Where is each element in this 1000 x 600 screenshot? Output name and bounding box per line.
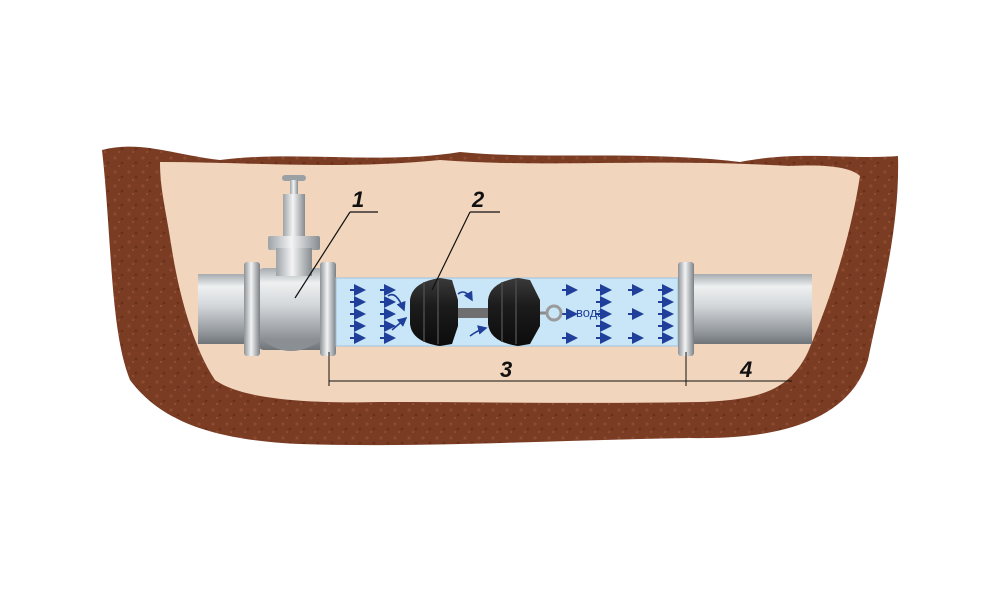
flow-arrow-icon	[469, 325, 488, 337]
dimension-3-label: 3	[500, 357, 512, 382]
dimension-lines	[328, 352, 792, 386]
flange-left-outer	[244, 262, 260, 356]
flow-arrow-icon	[391, 316, 408, 331]
flange-left-inner	[320, 262, 336, 356]
callout-2-label: 2	[471, 187, 485, 212]
callout-1-label: 1	[352, 187, 364, 212]
dimension-4-label: 4	[739, 357, 752, 382]
pipe-cleaning-pig-icon	[410, 278, 563, 346]
left-pipe	[198, 268, 328, 351]
flange-right	[678, 262, 694, 356]
flow-arrows	[350, 284, 674, 344]
flow-arrow-icon	[387, 293, 406, 312]
right-pipe	[692, 274, 812, 344]
callout-leaders	[294, 211, 500, 299]
flow-arrow-icon	[457, 290, 473, 302]
gate-valve-icon	[268, 175, 320, 276]
water-label: вода	[576, 305, 605, 320]
